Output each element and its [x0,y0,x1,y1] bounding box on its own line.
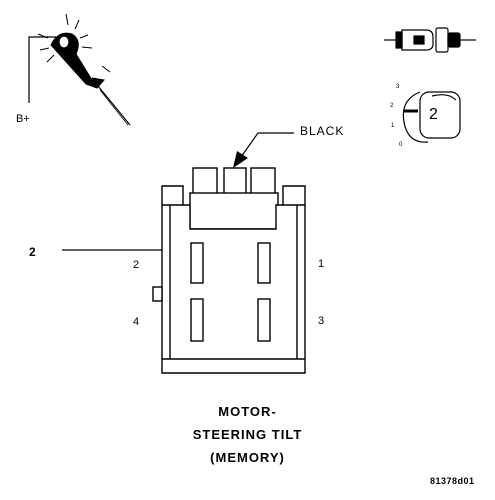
reference-code: 81378d01 [430,476,475,486]
pin-cavity-4 [190,298,204,342]
test-light-icon [28,13,131,126]
wire-color-label: BLACK [300,124,345,138]
terminal-view-key-icon [402,91,461,143]
pin-cavity-2 [190,242,204,284]
view-key-tick-2: 2 [390,103,394,109]
pin-label-2: 2 [133,259,140,271]
title-line-2: STEERING TILT [192,427,303,442]
pin-label-4: 4 [133,316,140,328]
pin-label-3: 3 [318,315,325,327]
title-line-3: (MEMORY) [210,450,285,465]
view-key-number: 2 [429,106,438,123]
callout-number: 2 [29,245,36,259]
title-line-1: MOTOR- [218,404,277,419]
view-key-tick-0: 0 [399,142,403,148]
connector-pair-icon [384,27,476,53]
view-key-tick-3: 3 [396,84,400,90]
supply-label: B+ [16,113,30,125]
pin-cavity-3 [257,298,271,342]
connector-body [152,167,306,374]
wire-color-leader [233,132,294,168]
pin-cavity-1 [257,242,271,284]
pin-label-1: 1 [318,258,325,270]
view-key-tick-1: 1 [391,123,395,129]
